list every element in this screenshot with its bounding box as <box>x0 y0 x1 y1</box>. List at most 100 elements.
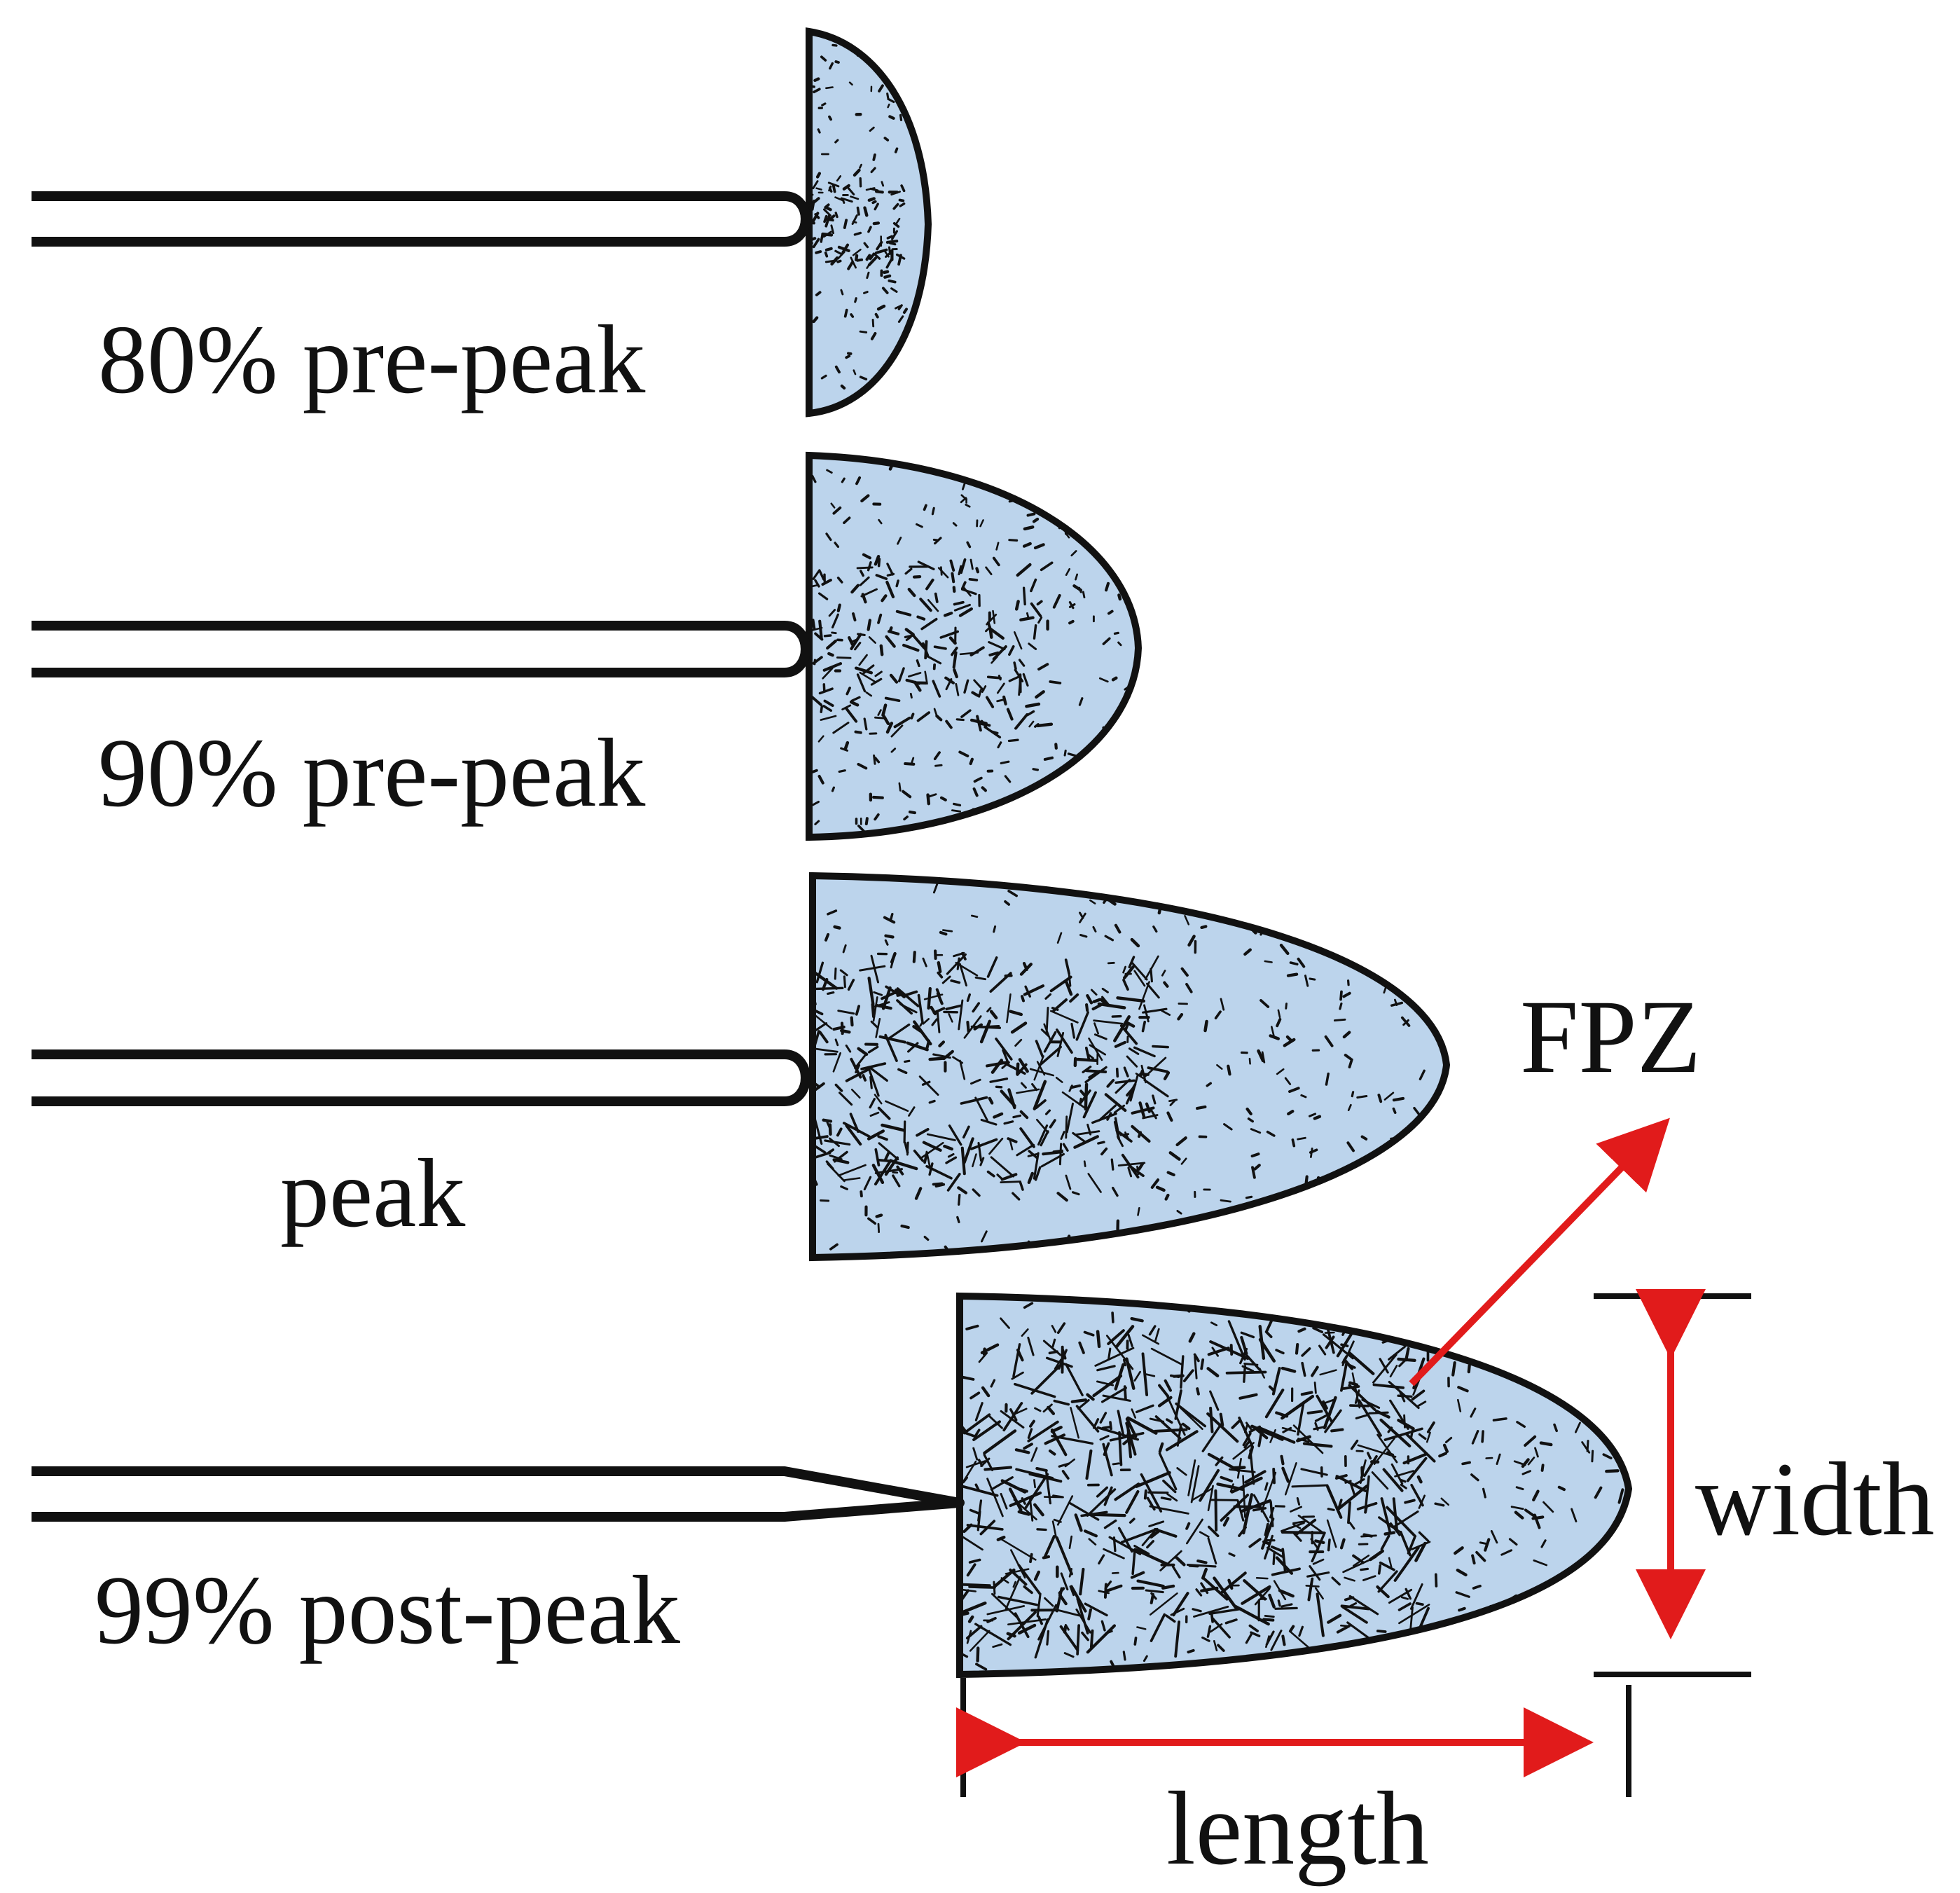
microcrack <box>1481 1430 1484 1443</box>
microcrack <box>1068 1085 1073 1092</box>
microcrack <box>1056 932 1063 944</box>
microcrack <box>976 1646 980 1663</box>
microcrack <box>1285 1035 1292 1042</box>
microcrack <box>1340 1361 1348 1392</box>
microcrack <box>1297 1438 1310 1443</box>
microcrack <box>1582 1631 1588 1645</box>
microcrack <box>1515 1486 1524 1491</box>
microcrack <box>834 1038 839 1047</box>
microcrack <box>1083 1529 1098 1538</box>
microcrack <box>1027 1171 1035 1185</box>
microcrack <box>899 202 906 207</box>
microcrack <box>892 1174 901 1188</box>
microcrack <box>1194 1356 1198 1379</box>
microcrack <box>1150 1108 1157 1120</box>
microcrack <box>1458 1606 1466 1612</box>
microcrack <box>1150 968 1153 983</box>
microcrack <box>820 55 827 62</box>
microcrack <box>1126 1087 1135 1097</box>
microcrack <box>904 567 913 575</box>
microcrack <box>824 259 838 263</box>
microcrack <box>1351 1646 1357 1656</box>
microcrack <box>1009 1010 1023 1017</box>
microcrack <box>960 1430 977 1438</box>
microcrack <box>1085 1069 1107 1073</box>
microcrack <box>1022 542 1032 548</box>
width-label: width <box>1695 1441 1935 1557</box>
microcrack <box>886 572 895 577</box>
microcrack <box>902 308 908 314</box>
microcrack <box>885 985 902 997</box>
microcrack <box>1232 1442 1255 1460</box>
microcrack <box>970 914 979 918</box>
microcrack <box>1029 1498 1034 1522</box>
microcrack <box>1161 1584 1175 1590</box>
microcrack <box>1573 1305 1579 1316</box>
microcrack <box>1405 1433 1436 1463</box>
microcrack <box>957 1186 968 1195</box>
microcrack <box>895 579 899 588</box>
microcrack <box>973 1429 981 1438</box>
microcrack <box>946 953 967 975</box>
microcrack <box>1242 1432 1252 1447</box>
microcrack <box>962 1125 970 1139</box>
microcrack <box>877 613 883 624</box>
microcrack <box>837 1010 855 1015</box>
microcrack <box>1518 1330 1530 1339</box>
microcrack <box>948 1124 962 1146</box>
microcrack <box>1474 1322 1484 1335</box>
stage-peak: peak <box>32 872 1451 1262</box>
microcrack <box>953 603 971 612</box>
microcrack <box>1114 1482 1140 1501</box>
microcrack <box>1067 752 1079 757</box>
microcrack <box>1051 1325 1057 1333</box>
microcrack <box>883 916 896 924</box>
microcrack <box>1084 1066 1107 1084</box>
microcrack <box>881 986 892 1010</box>
microcrack <box>1021 995 1025 1003</box>
microcrack <box>1141 1529 1156 1547</box>
microcrack <box>1029 1419 1035 1428</box>
microcrack <box>875 1213 883 1218</box>
microcrack <box>996 1173 1003 1180</box>
microcrack <box>858 654 868 666</box>
microcrack <box>1097 1141 1105 1145</box>
microcrack <box>1122 1242 1130 1248</box>
microcrack <box>1122 979 1129 991</box>
microcrack <box>817 592 829 600</box>
microcrack <box>841 704 852 710</box>
microcrack <box>1166 1111 1173 1122</box>
microcrack <box>1166 1418 1173 1424</box>
microcrack <box>1133 1370 1141 1382</box>
microcrack <box>1079 934 1088 938</box>
microcrack <box>919 598 932 612</box>
microcrack <box>1333 1218 1344 1222</box>
microcrack <box>1055 1536 1073 1576</box>
microcrack <box>990 1476 1014 1491</box>
microcrack <box>1527 1457 1535 1466</box>
microcrack <box>1337 1499 1343 1510</box>
microcrack <box>831 184 836 193</box>
microcrack <box>1187 1459 1196 1496</box>
microcrack <box>1000 1180 1021 1183</box>
microcrack <box>840 1185 848 1190</box>
microcrack <box>936 992 944 1005</box>
microcrack <box>1096 1330 1101 1349</box>
microcrack <box>996 682 1005 694</box>
microcrack <box>1339 1538 1346 1550</box>
microcrack <box>1289 961 1299 966</box>
microcrack <box>1607 1566 1617 1571</box>
microcrack <box>863 1176 872 1191</box>
microcrack <box>1014 631 1023 650</box>
microcrack <box>1130 1571 1145 1579</box>
microcrack <box>962 1137 974 1164</box>
microcrack <box>1076 1597 1089 1634</box>
microcrack <box>966 541 972 549</box>
microcrack <box>1206 1412 1239 1443</box>
microcrack <box>1310 1148 1313 1158</box>
microcrack <box>1021 1082 1027 1089</box>
microcrack <box>972 1153 977 1168</box>
microcrack <box>1201 1636 1210 1642</box>
microcrack <box>1044 1109 1051 1115</box>
microcrack <box>885 240 899 244</box>
